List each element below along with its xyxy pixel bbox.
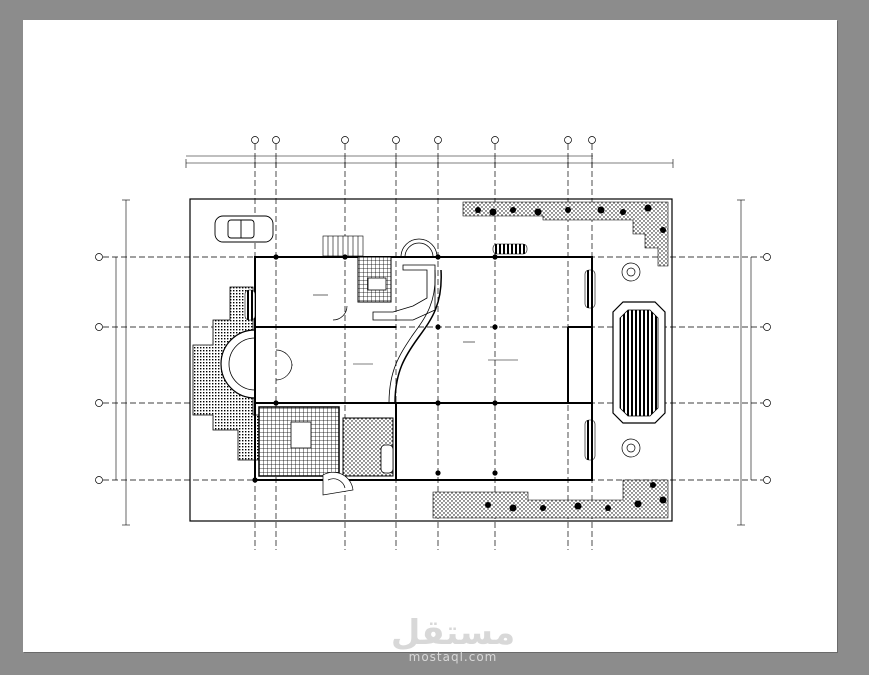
- vertical-axis-bubbles: [251, 136, 596, 144]
- bottom-landscape: [432, 479, 669, 519]
- watermark-brand: مستقل: [390, 613, 516, 653]
- horizontal-axis-bubbles: [95, 253, 771, 484]
- wall-planters: [244, 243, 596, 461]
- rear-stairs: [322, 235, 364, 257]
- drawing-sheet: مستقل mostaql.com: [23, 20, 837, 664]
- watermark: مستقل mostaql.com: [378, 616, 528, 664]
- side-dimension-lines: [115, 199, 752, 526]
- entrance-arch: [220, 329, 256, 399]
- bathroom-1-fixture: [367, 277, 387, 291]
- garden-trees: [621, 262, 641, 458]
- top-landscape: [462, 201, 669, 267]
- entrance-arch-inner: [228, 337, 256, 391]
- kitchen-table: [290, 421, 312, 449]
- shrubs: [475, 204, 667, 512]
- curved-stair-wall-inner: [388, 269, 436, 404]
- room-label-marks: [313, 294, 518, 365]
- car-symbol: [214, 215, 274, 243]
- watermark-domain: mostaql.com: [408, 650, 498, 664]
- floor-plan-drawing: [95, 136, 771, 550]
- columns: [252, 254, 498, 483]
- swimming-pool: [612, 301, 666, 424]
- site-boundary: [189, 198, 673, 522]
- curved-stair-wall: [394, 269, 442, 404]
- bathroom-2-tub: [380, 444, 394, 474]
- doors: [275, 305, 354, 496]
- top-dimension-lines: [185, 155, 674, 168]
- spiral-stair: [372, 238, 438, 321]
